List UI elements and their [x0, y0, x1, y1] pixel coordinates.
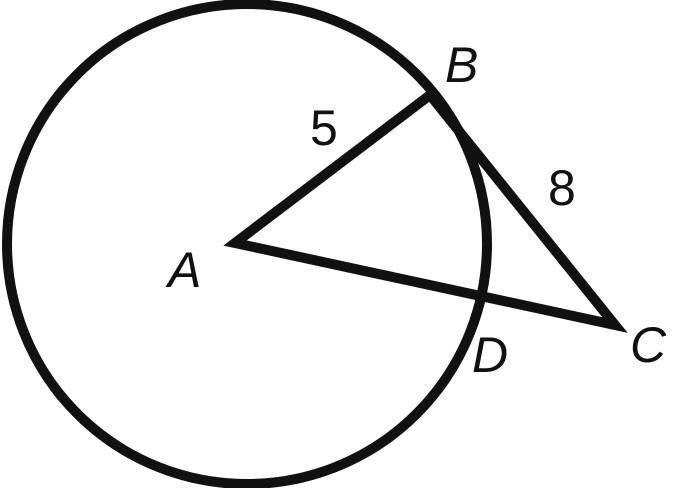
label-length-bc: 8 — [548, 160, 576, 216]
label-point-c: C — [630, 317, 667, 373]
label-point-a: A — [165, 242, 201, 298]
circle — [2, 0, 492, 488]
triangle-abc — [223, 88, 628, 333]
label-point-d: D — [472, 327, 508, 383]
label-length-ab: 5 — [310, 100, 338, 156]
label-point-b: B — [445, 37, 478, 93]
